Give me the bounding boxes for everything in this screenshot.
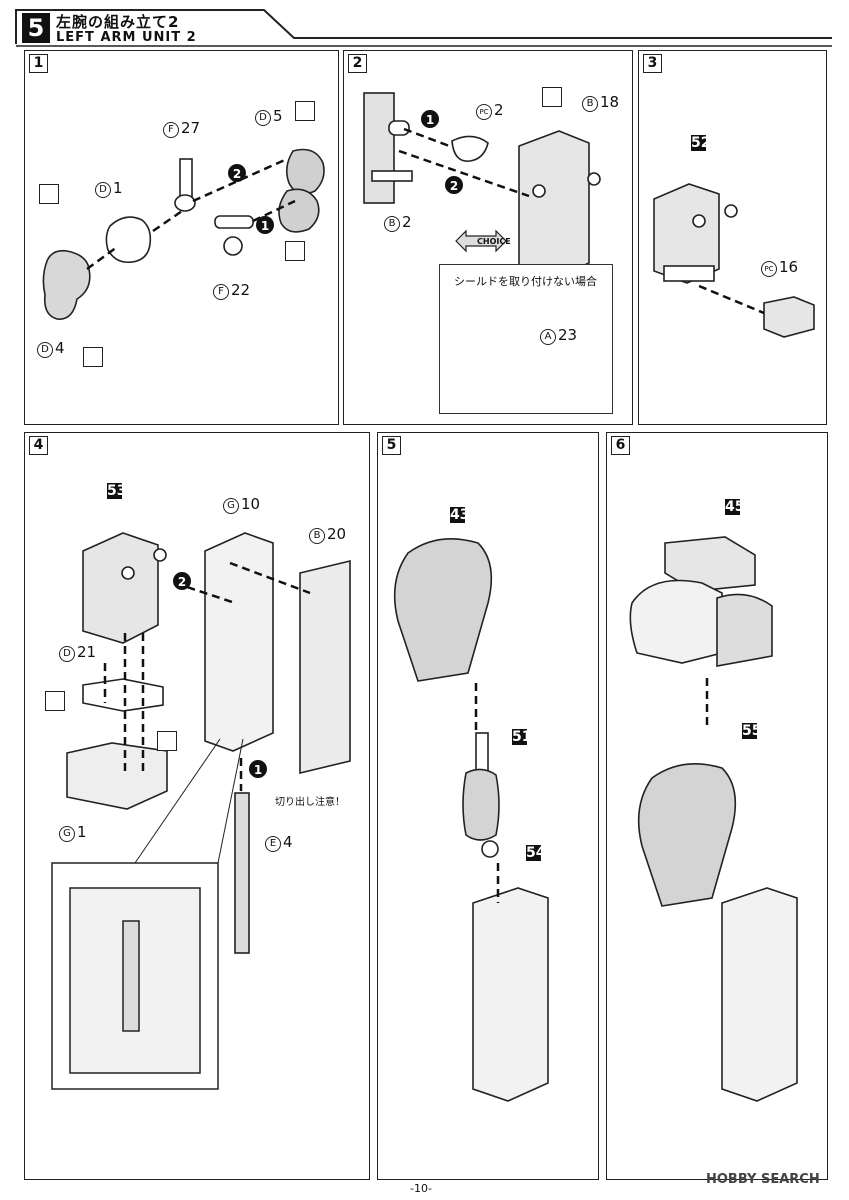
- alt-option-caption: シールドを取り付けない場合: [454, 275, 597, 288]
- arrow-2-label: 2: [178, 575, 186, 589]
- subassembly-ref-45: 45: [725, 499, 745, 515]
- arrow-1-label: 1: [426, 113, 434, 127]
- nipper-icon: [157, 731, 177, 751]
- panel-5-illustration: [393, 537, 549, 1102]
- step-number: 5: [22, 13, 50, 43]
- subassembly-ref-52: 52: [691, 135, 711, 151]
- page-number: -10-: [410, 1182, 432, 1195]
- panel-5: 5 43 51 54: [377, 432, 599, 1180]
- arrow-2-label: 2: [450, 179, 458, 193]
- panel-number: 5: [382, 436, 401, 455]
- panel-6: 6 45 55: [606, 432, 828, 1180]
- watermark-logo: HOBBY SEARCH: [706, 1172, 820, 1187]
- caution-note: 切り出し注意！: [275, 797, 345, 808]
- panel-3-illustration: [653, 183, 815, 338]
- panel-1-illustration: 2 1: [42, 148, 325, 320]
- nipper-icon: [83, 347, 103, 367]
- subassembly-ref-51: 51: [512, 729, 532, 745]
- panel-number: 3: [643, 54, 662, 73]
- header-tab-shape: [15, 9, 832, 47]
- nipper-icon: [285, 241, 305, 261]
- subassembly-ref-54: 54: [526, 845, 546, 861]
- step-header: [14, 8, 834, 50]
- arrow-1-label: 1: [261, 219, 269, 233]
- choice-badge: CHOICE: [477, 237, 511, 246]
- panel-4-illustration: 2 1: [51, 532, 351, 1090]
- nipper-icon: [295, 101, 315, 121]
- arrow-2-label: 2: [233, 167, 241, 181]
- subassembly-ref-55: 55: [742, 723, 762, 739]
- arrow-1-label: 1: [254, 763, 262, 777]
- panel-4: 4 2 1 53: [24, 432, 370, 1180]
- panel-6-illustration: [629, 536, 798, 1102]
- subassembly-ref-53: 53: [107, 483, 127, 499]
- nipper-icon: [542, 87, 562, 107]
- panel-number: 4: [29, 436, 48, 455]
- panel-number: 2: [348, 54, 367, 73]
- alt-option-box: [439, 264, 613, 414]
- subassembly-ref-43: 43: [450, 507, 470, 523]
- nipper-icon: [45, 691, 65, 711]
- panel-number: 1: [29, 54, 48, 73]
- title-japanese: 左腕の組み立て2: [56, 13, 180, 31]
- title-english: LEFT ARM UNIT 2: [56, 30, 197, 45]
- panel-number: 6: [611, 436, 630, 455]
- nipper-icon: [39, 184, 59, 204]
